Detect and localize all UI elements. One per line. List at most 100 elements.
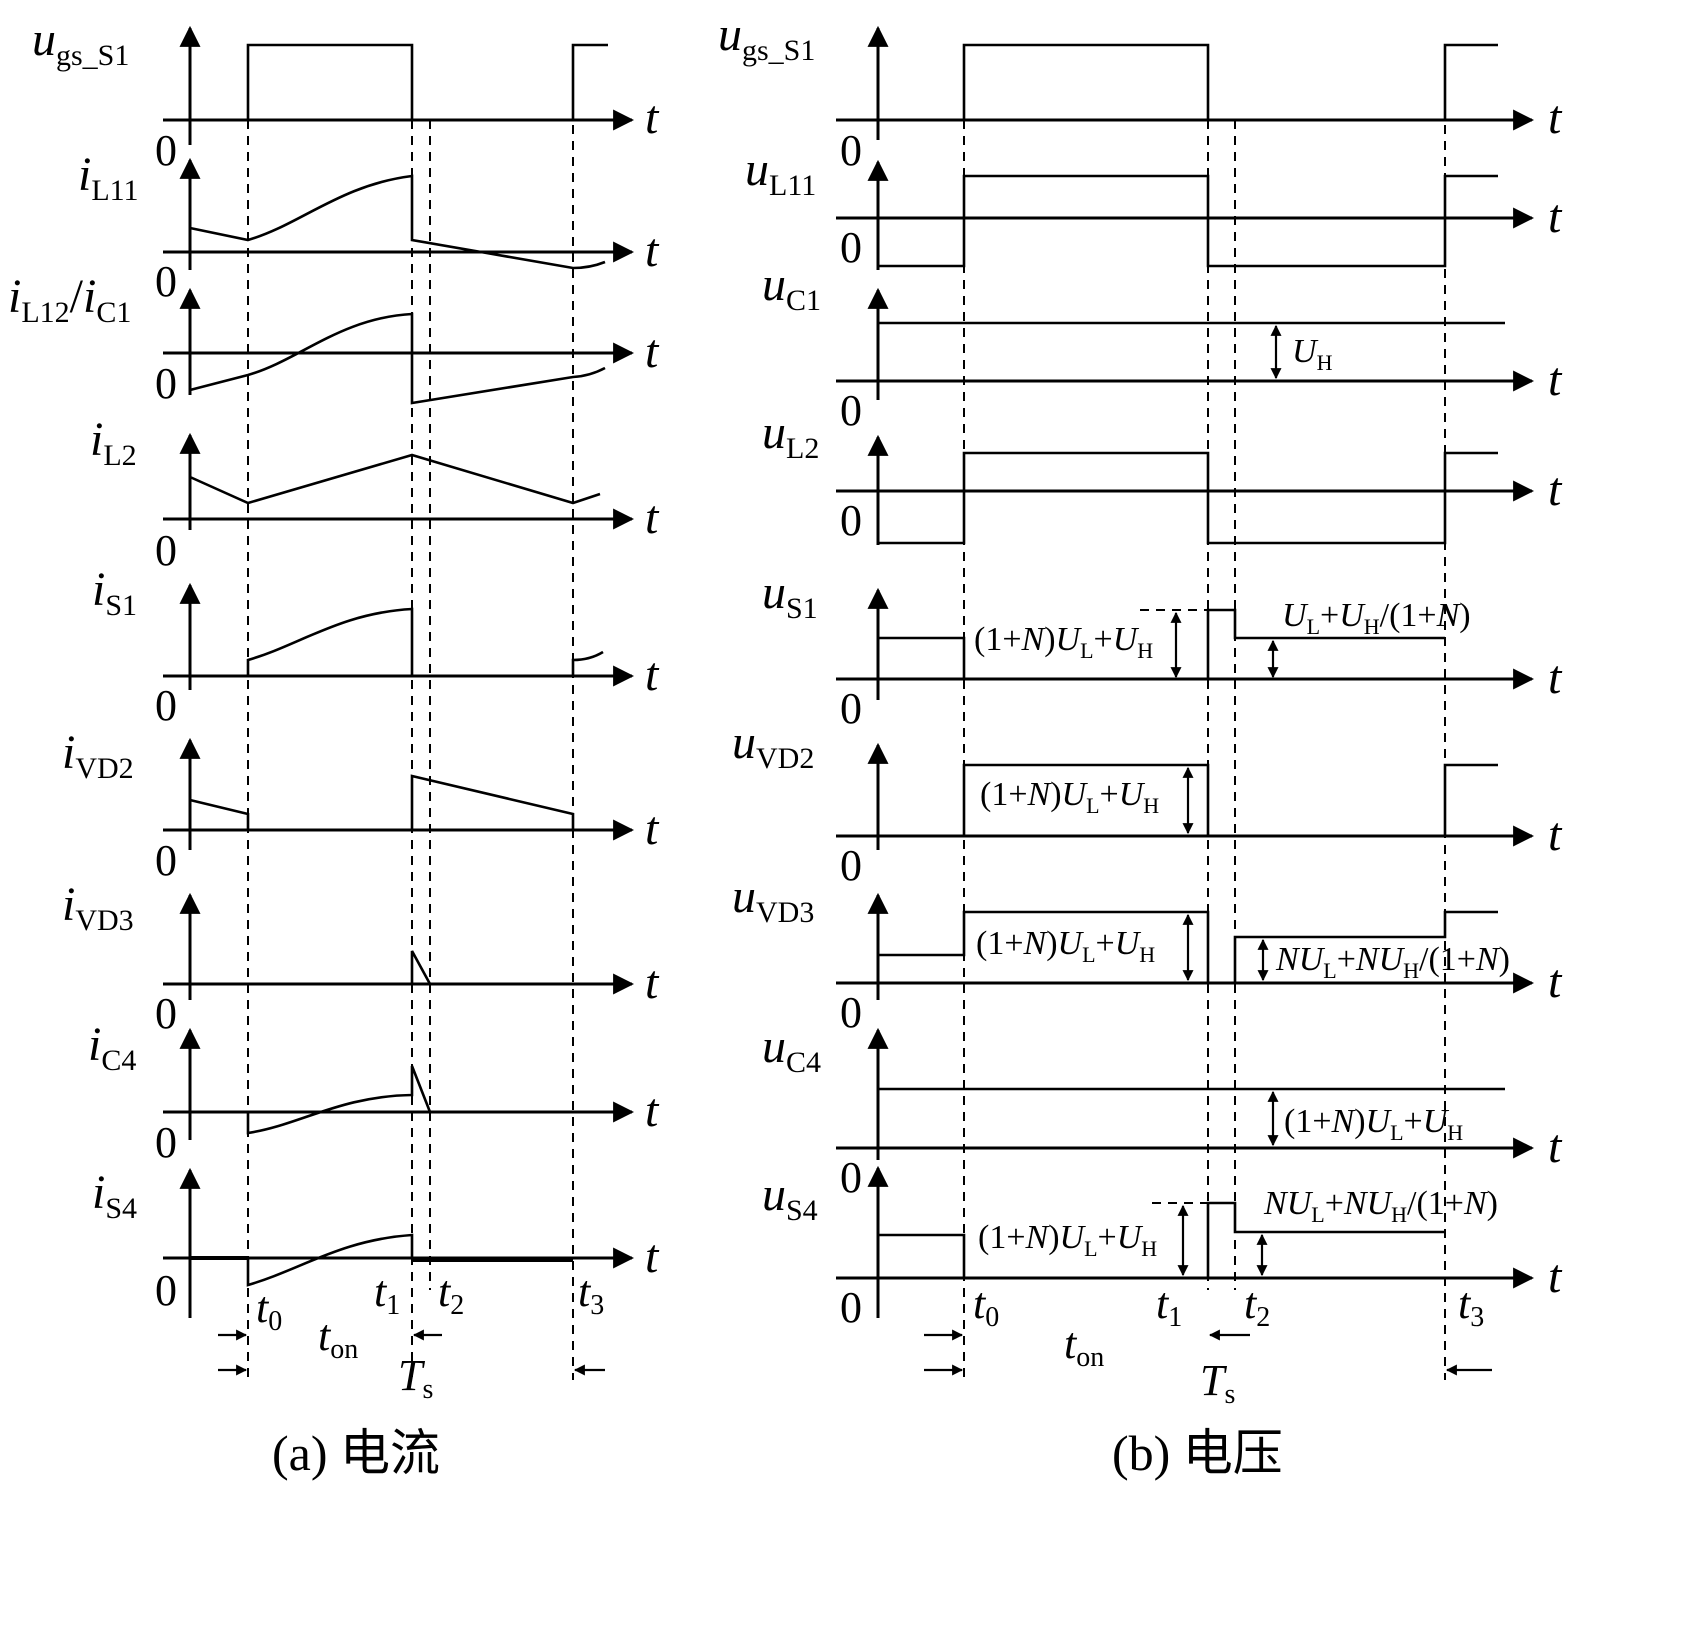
annotation-uh: UH — [1292, 333, 1333, 375]
label-a-il12: iL12/iC1 — [8, 270, 131, 329]
tick-a-t3: t3 — [578, 1267, 604, 1321]
row-b-uc1 — [836, 287, 1535, 400]
tick-b-t3: t3 — [1458, 1279, 1484, 1333]
label-a-ton: ton — [318, 1311, 358, 1365]
axis-labels: t t t t t t t t t t t t t t t t t t 0 0 … — [155, 91, 1563, 1332]
axis-t: t — [1548, 651, 1563, 704]
label-b-ul2: uL2 — [762, 406, 819, 465]
row-a-is1 — [163, 582, 635, 690]
zero-label: 0 — [155, 359, 177, 408]
zero-label: 0 — [155, 126, 177, 175]
axis-t: t — [645, 802, 660, 855]
zero-label: 0 — [840, 1283, 862, 1332]
label-a-ivd3: iVD3 — [62, 878, 134, 937]
zero-label: 0 — [840, 126, 862, 175]
label-b-us4: uS4 — [762, 1168, 818, 1227]
annotation-s1-right: UL+UH/(1+N) — [1282, 597, 1471, 639]
label-b-ts: Ts — [1200, 1356, 1235, 1410]
label-a-is4: iS4 — [92, 1166, 137, 1225]
row-a-ugs — [163, 25, 635, 145]
row-b-us1 — [836, 587, 1535, 700]
tick-b-t2: t2 — [1244, 1279, 1270, 1333]
row-a-is4 — [163, 1167, 635, 1318]
signal-labels-b: ugs_S1 uL11 uC1 uL2 uS1 uVD2 uVD3 uC4 uS… — [718, 8, 821, 1227]
axis-t: t — [1548, 190, 1563, 243]
zero-label: 0 — [840, 496, 862, 545]
label-a-ivd2: iVD2 — [62, 726, 134, 785]
axis-t: t — [1548, 955, 1563, 1008]
zero-label: 0 — [155, 1266, 177, 1315]
tick-b-t0: t0 — [973, 1279, 999, 1333]
row-b-ugs — [836, 25, 1535, 140]
zero-label: 0 — [840, 223, 862, 272]
axis-t: t — [1548, 1120, 1563, 1173]
panel-a-currents — [163, 25, 635, 1380]
zero-label: 0 — [155, 1118, 177, 1167]
label-a-is1: iS1 — [92, 563, 137, 622]
label-a-il2: iL2 — [90, 413, 137, 472]
annotation-s1-left: (1+N)UL+UH — [974, 621, 1153, 663]
zero-label: 0 — [840, 841, 862, 890]
label-b-uc4: uC4 — [762, 1020, 821, 1079]
axis-t: t — [645, 1230, 660, 1283]
row-a-il11 — [163, 157, 635, 270]
time-labels-a: t0 t1 t2 t3 ton Ts — [256, 1267, 604, 1405]
axis-t: t — [1548, 1250, 1563, 1303]
tick-a-t1: t1 — [374, 1267, 400, 1321]
dimension-marks-b — [924, 1329, 1492, 1376]
panel-b-voltages — [836, 25, 1535, 1380]
axis-t: t — [1548, 463, 1563, 516]
zero-label: 0 — [155, 836, 177, 885]
zero-label: 0 — [840, 988, 862, 1037]
label-b-ton: ton — [1064, 1319, 1104, 1373]
annotation-s4-left: (1+N)UL+UH — [978, 1219, 1157, 1261]
label-b-ul11: uL11 — [745, 143, 816, 202]
row-a-il2 — [163, 432, 635, 530]
label-a-ts: Ts — [398, 1351, 433, 1405]
annotation-s4-right: NUL+NUH/(1+N) — [1263, 1185, 1498, 1227]
axis-t: t — [645, 1084, 660, 1137]
axis-t: t — [645, 956, 660, 1009]
annotation-vd3-right: NUL+NUH/(1+N) — [1275, 941, 1510, 983]
label-a-il11: iL11 — [78, 148, 139, 207]
zero-label: 0 — [155, 257, 177, 306]
row-b-uvd3 — [836, 892, 1535, 1000]
tick-b-t1: t1 — [1156, 1279, 1182, 1333]
axis-t: t — [645, 224, 660, 277]
label-b-ugs: ugs_S1 — [718, 8, 815, 67]
row-a-ivd3 — [163, 892, 635, 1000]
label-b-uvd2: uVD2 — [732, 716, 814, 775]
caption-b: (b) 电压 — [1112, 1425, 1283, 1481]
tick-a-t0: t0 — [256, 1283, 282, 1337]
axis-t: t — [645, 91, 660, 144]
zero-label: 0 — [840, 386, 862, 435]
row-b-us4 — [836, 1165, 1535, 1318]
row-b-uvd2 — [836, 742, 1535, 850]
axis-t: t — [645, 325, 660, 378]
row-a-il12 — [163, 287, 635, 405]
row-b-ul2 — [836, 434, 1535, 545]
zero-label: 0 — [155, 989, 177, 1038]
axis-t: t — [1548, 91, 1563, 144]
axis-t: t — [645, 491, 660, 544]
label-a-ugs: ugs_S1 — [32, 13, 129, 72]
annotation-vd2: (1+N)UL+UH — [980, 776, 1159, 818]
zero-label: 0 — [155, 526, 177, 575]
zero-label: 0 — [840, 1153, 862, 1202]
signal-labels-a: ugs_S1 iL11 iL12/iC1 iL2 iS1 iVD2 iVD3 i… — [8, 13, 139, 1225]
dimension-marks-a — [218, 1329, 605, 1376]
annotations-b: UH (1+N)UL+UH UL+UH/(1+N) (1+N)UL+UH (1+… — [974, 333, 1510, 1261]
row-a-ic4 — [163, 1027, 635, 1140]
axis-t: t — [1548, 353, 1563, 406]
label-b-uc1: uC1 — [762, 258, 821, 317]
tick-a-t2: t2 — [438, 1267, 464, 1321]
axis-t: t — [645, 648, 660, 701]
row-b-ul11 — [836, 159, 1535, 270]
caption-a: (a) 电流 — [272, 1425, 440, 1481]
label-b-us1: uS1 — [762, 566, 818, 625]
annotation-vd3-left: (1+N)UL+UH — [976, 925, 1155, 967]
zero-label: 0 — [155, 681, 177, 730]
row-b-uc4 — [836, 1027, 1535, 1160]
label-b-uvd3: uVD3 — [732, 870, 814, 929]
